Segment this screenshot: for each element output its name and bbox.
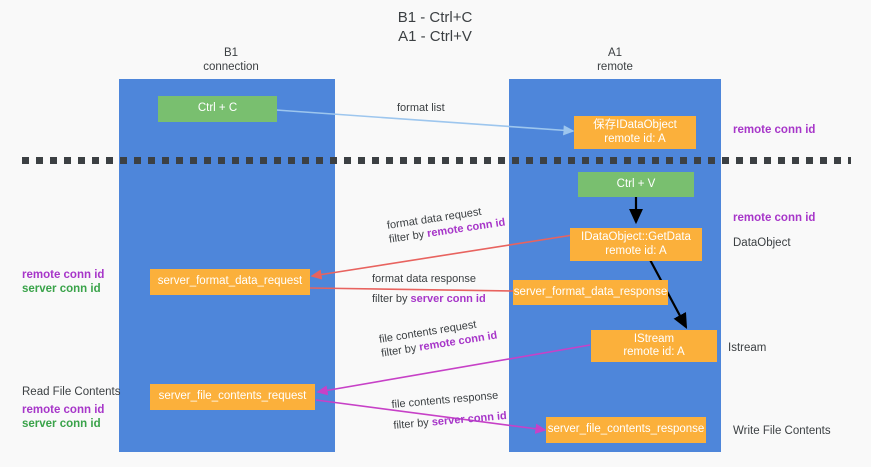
node-server-file-contents-request[interactable]: server_file_contents_request	[150, 384, 315, 410]
edge-label-format-data-response: format data response filter by server co…	[372, 272, 486, 306]
edge-label-format-data-response-filter: filter by server conn id	[372, 293, 486, 305]
page-title: B1 - Ctrl+C A1 - Ctrl+V	[397, 9, 473, 45]
edge-label-file-contents-request: file contents request filter by remote c…	[378, 315, 498, 361]
node-server-format-data-request[interactable]: server_format_data_request	[150, 269, 310, 295]
side-label-write-file-contents: Write File Contents	[733, 425, 831, 437]
column-title-b1: B1 connection	[203, 47, 259, 73]
side-label-left-server-conn-id: server conn id	[22, 283, 101, 295]
edge-label-format-data-request: format data request filter by remote con…	[386, 202, 506, 247]
side-label-remote-conn-id-top: remote conn id	[733, 124, 816, 136]
side-label-left-remote-conn-id: remote conn id	[22, 269, 105, 281]
edge-label-file-contents-response-text: file contents response	[391, 389, 499, 411]
edge-label-format-data-response-text: format data response	[372, 273, 476, 285]
column-title-a1: A1 remote	[597, 47, 633, 73]
side-label-istream: Istream	[728, 342, 767, 354]
side-label-left-remote-conn-id-2: remote conn id	[22, 404, 105, 416]
side-label-left-server-conn-id-2: server conn id	[22, 418, 101, 430]
edge-label-file-contents-response: file contents response filter by server …	[391, 388, 507, 433]
side-label-dataobject: DataObject	[733, 237, 791, 249]
side-label-remote-conn-id-mid: remote conn id	[733, 212, 816, 224]
node-ctrl-c[interactable]: Ctrl + C	[158, 96, 277, 122]
node-server-format-data-response[interactable]: server_format_data_response	[513, 280, 668, 305]
node-istream[interactable]: IStream remote id: A	[591, 330, 717, 362]
edge-label-file-contents-response-filter: filter by server conn id	[392, 410, 508, 432]
edge-label-format-list: format list	[397, 102, 445, 114]
node-idataobject[interactable]: 保存IDataObject remote id: A	[574, 116, 696, 149]
node-ctrl-v[interactable]: Ctrl + V	[578, 172, 694, 197]
side-label-read-file-contents: Read File Contents	[22, 386, 121, 398]
node-idataobject-getdata[interactable]: IDataObject::GetData remote id: A	[570, 228, 702, 261]
node-server-file-contents-response[interactable]: server_file_contents_response	[546, 417, 706, 443]
